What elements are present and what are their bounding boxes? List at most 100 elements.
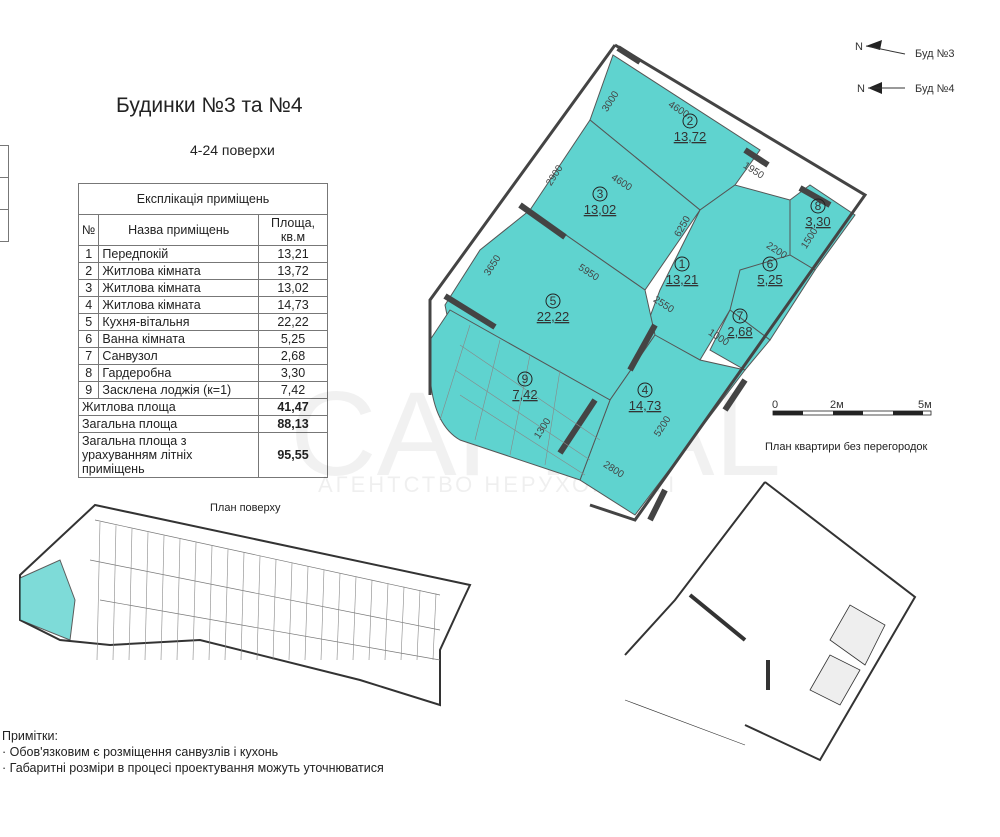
compass-bud4: N Буд №4 <box>857 82 955 95</box>
notes-title: Примітки: <box>2 729 58 743</box>
floor-cell-divider <box>256 555 261 661</box>
room-number-circle <box>545 293 561 309</box>
room-number-circle <box>517 371 533 387</box>
table-total-row: Загальна площа з урахуванням літніх прим… <box>78 432 328 478</box>
floor-cell-divider <box>320 569 325 661</box>
floor-cell-divider <box>336 572 341 661</box>
room-area: 13,02 <box>584 202 617 217</box>
room-number-circle <box>592 186 608 202</box>
scale-tick: 5м <box>918 399 932 411</box>
floor-cell-divider <box>368 579 373 661</box>
total-label: Житлова площа <box>78 398 259 416</box>
room-number: 7 <box>737 309 744 323</box>
building-label: Буд №3 <box>915 48 955 60</box>
floor-cell-divider <box>144 532 149 661</box>
total-label: Загальна площа з урахуванням літніх прим… <box>78 432 259 478</box>
scale-caption: План квартири без перегородок <box>765 441 928 453</box>
room-area: 5,25 <box>757 272 782 287</box>
scale-tick: 0 <box>772 399 778 411</box>
table-caption: Експлікація приміщень <box>78 183 328 215</box>
row-name: Ванна кімната <box>98 330 259 348</box>
floor-plan-thumbnail <box>19 503 472 707</box>
room-number-circle <box>762 256 778 272</box>
room-number-circle <box>637 382 653 398</box>
row-name: Житлова кімната <box>98 296 259 314</box>
building-label: Буд №4 <box>915 83 955 95</box>
floor-cell-divider <box>192 542 197 661</box>
room-number: 2 <box>687 114 694 128</box>
note-item: Обов'язковим є розміщення санвузлів і ку… <box>9 745 279 759</box>
note-item: Габаритні розміри в процесі проектування… <box>9 761 384 775</box>
floor-cell-divider <box>272 559 277 661</box>
floor-cell-divider <box>176 538 181 661</box>
room-area: 13,72 <box>674 129 707 144</box>
room-6 <box>729 254 816 341</box>
room-number: 9 <box>522 372 529 386</box>
floor-cell-divider <box>112 525 117 661</box>
scale-bar: 0 2м 5м <box>772 399 932 416</box>
notes: Примітки: · Обов'язковим є розміщення са… <box>2 729 384 775</box>
north-arrow-icon <box>866 40 882 50</box>
north-label: N <box>857 83 865 95</box>
total-value: 95,55 <box>258 432 328 478</box>
apartment-plan <box>428 43 868 522</box>
room-number-circle <box>732 308 748 324</box>
scale-tick: 2м <box>830 399 844 411</box>
room-number: 3 <box>597 187 604 201</box>
room-area: 7,42 <box>512 387 537 402</box>
cropped-table-fragment <box>0 145 9 242</box>
col-area: Площа, кв.м <box>258 214 328 246</box>
room-number-circle <box>682 113 698 129</box>
room-number: 6 <box>767 257 774 271</box>
col-no: № <box>77 214 100 246</box>
floor-cell-divider <box>384 583 389 661</box>
page-title: Будинки №3 та №4 <box>116 94 303 117</box>
total-value: 41,47 <box>258 398 328 416</box>
room-area: 22,22 <box>537 309 570 324</box>
row-area: 2,68 <box>258 347 328 365</box>
room-number: 5 <box>550 294 557 308</box>
floor-cell-divider <box>208 545 213 661</box>
compass-bud3: N Буд №3 <box>855 40 955 60</box>
floor-cell-divider <box>128 528 133 661</box>
row-area: 7,42 <box>258 381 328 399</box>
row-area: 13,21 <box>258 245 328 263</box>
floors-subtitle: 4-24 поверхи <box>190 142 275 158</box>
room-number-circle <box>674 256 690 272</box>
floor-cell-divider <box>352 576 357 661</box>
room-area: 14,73 <box>629 398 662 413</box>
north-label: N <box>855 41 863 53</box>
room-number: 1 <box>679 257 686 271</box>
room-number: 4 <box>642 383 649 397</box>
floor-cell-divider <box>416 589 421 661</box>
floor-plan-title: План поверху <box>210 502 281 514</box>
row-name: Гардеробна <box>98 364 259 382</box>
floor-cell-divider <box>288 562 293 661</box>
room-number-circle <box>810 198 826 214</box>
floor-cell-divider <box>240 552 245 661</box>
floor-cell-divider <box>432 593 437 661</box>
room-area: 3,30 <box>805 214 830 229</box>
row-area: 13,72 <box>258 262 328 280</box>
table-header: № Назва приміщень Площа, кв.м <box>77 214 328 246</box>
room-area: 13,21 <box>666 272 699 287</box>
plan-without-partitions <box>624 481 917 762</box>
floor-cell-divider <box>160 535 165 661</box>
floor-cell-divider <box>96 521 101 661</box>
room-number: 8 <box>815 199 822 213</box>
explication-table: Експлікація приміщень № Назва приміщень … <box>77 183 328 478</box>
room-area: 2,68 <box>727 324 752 339</box>
floor-cell-divider <box>224 549 229 661</box>
floor-cell-divider <box>304 566 309 661</box>
row-area: 14,73 <box>258 296 328 314</box>
